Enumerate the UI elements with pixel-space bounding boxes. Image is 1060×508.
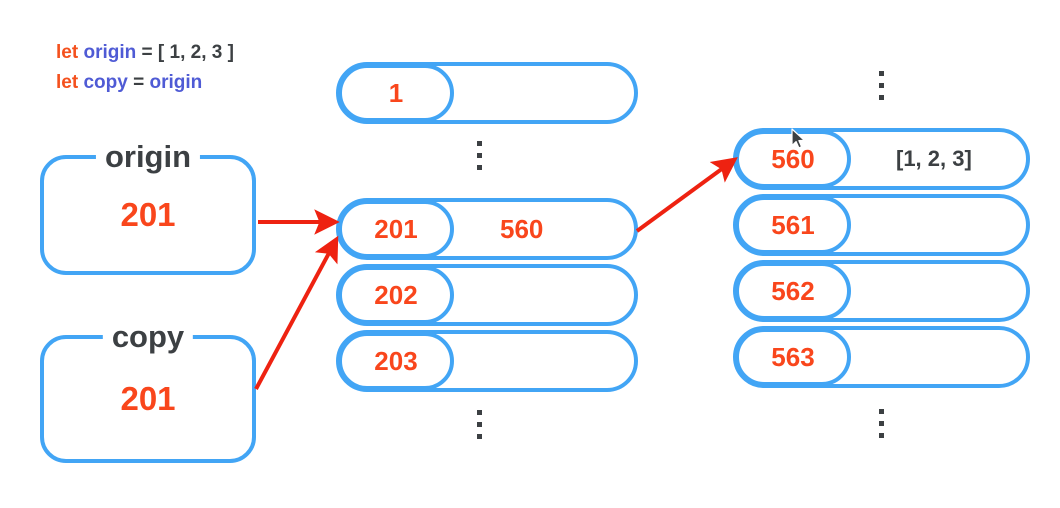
arrow-201-to-560: [635, 157, 738, 233]
variable-label-copy: copy: [102, 318, 194, 356]
memory-row-561: 561: [733, 194, 1030, 256]
memory-address-label-202: 202: [374, 280, 418, 310]
memory-address-cell-562: 562: [735, 262, 851, 320]
memory-address-label-560: 560: [771, 144, 815, 174]
memory-row-201: 201 560: [336, 198, 638, 260]
code-line-2: let copy = origin: [56, 68, 234, 98]
memory-address-label: 1: [388, 78, 404, 108]
arrow-copy-to-201: [254, 235, 339, 390]
memory-address-label-563: 563: [771, 342, 815, 372]
code-keyword-let: let: [56, 42, 79, 63]
memory-value-label-560: [1, 2, 3]: [896, 146, 972, 171]
memory-address-cell-563: 563: [735, 328, 851, 386]
vertical-ellipsis-icon-stack-bottom: [477, 410, 482, 439]
variable-value-copy: 201: [120, 380, 176, 417]
vertical-ellipsis-icon-stack-top: [477, 141, 482, 170]
variable-label-origin: origin: [95, 138, 201, 176]
memory-row-202: 202: [336, 264, 638, 326]
memory-row-560: 560 [1, 2, 3]: [733, 128, 1030, 190]
variable-box-copy: copy 201: [40, 318, 256, 463]
memory-row-562: 562: [733, 260, 1030, 322]
memory-address-cell-201: 201: [338, 200, 454, 258]
memory-value-label-201: 560: [500, 214, 544, 244]
memory-address-cell-202: 202: [338, 266, 454, 324]
memory-address-cell: 1: [338, 64, 454, 122]
memory-row-563: 563: [733, 326, 1030, 388]
memory-row-stack-top: 1: [336, 62, 638, 124]
memory-address-label-561: 561: [771, 210, 815, 240]
memory-row-203: 203: [336, 330, 638, 392]
memory-address-cell-561: 561: [735, 196, 851, 254]
variable-value-origin: 201: [120, 196, 176, 233]
code-identifier-origin-2: origin: [149, 72, 203, 93]
code-rest-1: = [ 1, 2, 3 ]: [136, 42, 234, 63]
vertical-ellipsis-icon-heap-top: [879, 71, 884, 100]
code-identifier-origin: origin: [83, 42, 137, 63]
vertical-ellipsis-icon-heap-bottom: [879, 409, 884, 438]
code-identifier-copy: copy: [83, 72, 128, 93]
code-rest-2: =: [127, 72, 150, 93]
memory-address-label-203: 203: [374, 346, 418, 376]
memory-address-label-201: 201: [374, 214, 418, 244]
code-line-1: let origin = [ 1, 2, 3 ]: [56, 38, 234, 68]
memory-address-cell-203: 203: [338, 332, 454, 390]
code-snippet: let origin = [ 1, 2, 3 ] let copy = orig…: [56, 38, 234, 98]
code-keyword-let-2: let: [56, 72, 79, 93]
variable-box-origin: origin 201: [40, 138, 256, 275]
memory-address-label-562: 562: [771, 276, 815, 306]
memory-address-cell-560: 560: [735, 130, 851, 188]
